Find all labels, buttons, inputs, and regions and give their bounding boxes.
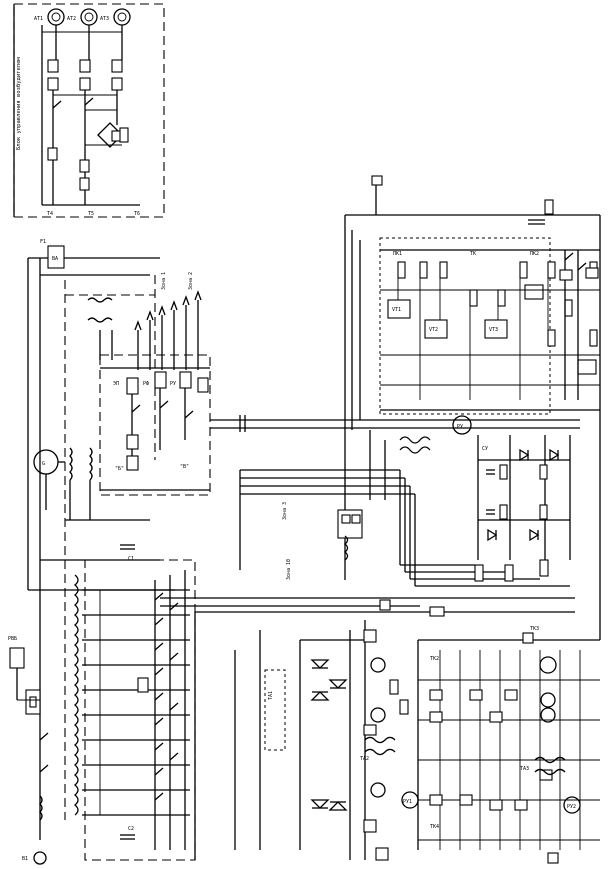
svg-text:"В": "В" — [180, 464, 189, 470]
svg-text:ТА1: ТА1 — [268, 691, 274, 700]
svg-text:Т6: Т6 — [134, 211, 140, 217]
svg-text:VT3: VT3 — [489, 327, 498, 333]
svg-text:ТК4: ТК4 — [430, 824, 439, 830]
tap-switch-area: C1 C2 — [73, 544, 196, 861]
svg-text:СУ: СУ — [482, 446, 488, 452]
bottom-right-grid: РУ2 ТА3 ТК2 ТК3 ТК4 — [417, 626, 600, 864]
svg-text:РУ2: РУ2 — [567, 804, 576, 810]
inset-note: Блок управления возбудителем — [15, 57, 22, 150]
wire-tag-3: Зона 3 — [282, 502, 288, 520]
svg-text:АТ2: АТ2 — [67, 16, 76, 22]
wire-tag-4: Зона 10 — [286, 559, 292, 580]
horizontal-bus: Зона 3 Зона 10 — [160, 415, 580, 617]
svg-text:ПК1: ПК1 — [393, 251, 402, 257]
svg-text:ЭП: ЭП — [113, 381, 119, 387]
svg-text:VT2: VT2 — [429, 327, 438, 333]
svg-text:ВА: ВА — [52, 256, 58, 262]
svg-text:РУ1: РУ1 — [403, 799, 412, 805]
svg-text:C1: C1 — [128, 556, 134, 562]
wire-tag-2: Зона 2 — [188, 272, 194, 290]
wire-tag-1: Зона 1 — [161, 272, 167, 290]
right-edge — [559, 215, 601, 640]
relay-block: ЭП РФ РУ "Б" "В" — [99, 354, 211, 496]
svg-text:В1: В1 — [22, 856, 28, 862]
svg-text:"Б": "Б" — [115, 466, 124, 472]
main-left-frame: ВА F1 G — [27, 239, 175, 820]
right-upper-panel: VT1 VT2 VT3 ТК ПК1 ПК2 — [344, 175, 600, 580]
svg-text:РФ: РФ — [143, 381, 149, 387]
svg-text:АТ3: АТ3 — [100, 16, 109, 22]
svg-text:VT1: VT1 — [392, 307, 401, 313]
bottom-left-elements: РВБ В1 — [8, 560, 49, 865]
svg-text:ТА3: ТА3 — [520, 766, 529, 772]
inset-block: АТ1 АТ2 АТ3 Блок управления возбудителем — [13, 3, 165, 218]
lower-middle-stage: РУ1 ТА1 ТА2 — [194, 599, 419, 861]
svg-text:ТА2: ТА2 — [360, 756, 369, 762]
svg-text:РУ: РУ — [170, 381, 176, 387]
svg-text:РВБ: РВБ — [8, 636, 17, 642]
svg-text:ТК2: ТК2 — [430, 656, 439, 662]
svg-text:АТ1: АТ1 — [34, 16, 43, 22]
svg-text:G: G — [42, 461, 45, 467]
right-middle-rectifiers: РУ СУ — [337, 415, 571, 582]
svg-text:РУ: РУ — [457, 424, 463, 430]
svg-text:Т4: Т4 — [47, 211, 53, 217]
svg-text:F1: F1 — [40, 239, 46, 245]
svg-text:ТК: ТК — [470, 251, 476, 257]
output-arrows: Зона 1 Зона 2 — [134, 272, 202, 370]
svg-text:ПК2: ПК2 — [530, 251, 539, 257]
svg-text:ТК3: ТК3 — [530, 626, 539, 632]
svg-text:C2: C2 — [128, 826, 134, 832]
svg-text:Т5: Т5 — [88, 211, 94, 217]
